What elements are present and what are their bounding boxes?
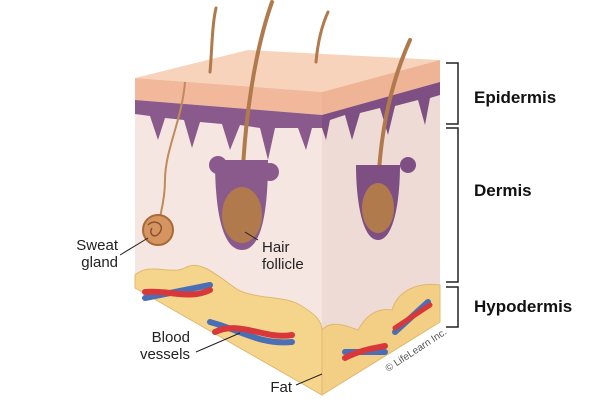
label-sweat-line2: gland: [81, 254, 118, 271]
sweat-gland: [142, 81, 186, 246]
leader-lines: [119, 231, 323, 386]
hair-follicle: [209, 156, 416, 250]
epidermis-right-band: [322, 60, 440, 115]
blood-vessels: [142, 282, 433, 361]
label-hypodermis: Hypodermis: [474, 297, 572, 316]
label-sweat-line1: Sweat: [76, 237, 119, 254]
label-hair-line2: follicle: [262, 256, 304, 273]
basal-layer-right: [322, 82, 440, 140]
label-epidermis: Epidermis: [474, 88, 556, 107]
label-blood-line1: Blood: [152, 329, 190, 346]
epidermis-layer: [135, 78, 322, 115]
label-fat: Fat: [270, 379, 293, 396]
basal-layer: [135, 100, 322, 160]
label-hair-line1: Hair: [262, 239, 290, 256]
layer-brackets: [446, 62, 459, 328]
fat-right: [321, 283, 441, 396]
label-blood-line2: vessels: [140, 346, 190, 363]
label-dermis: Dermis: [474, 181, 532, 200]
